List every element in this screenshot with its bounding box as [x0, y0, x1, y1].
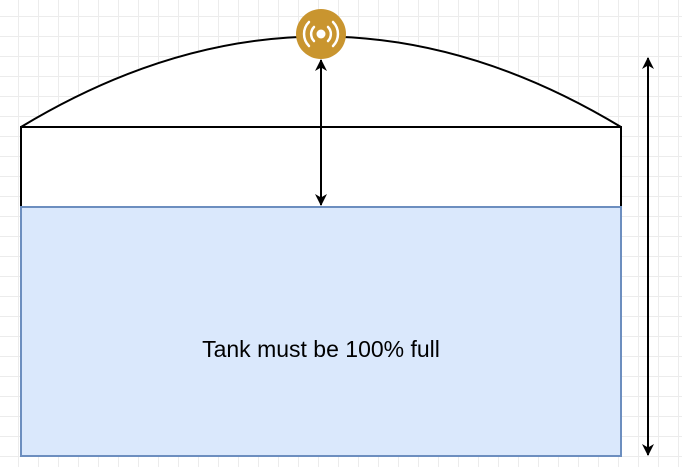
tank-liquid-label: Tank must be 100% full — [202, 336, 440, 362]
wireless-level-sensor-icon — [296, 9, 346, 59]
tank-liquid-section — [20, 206, 622, 457]
